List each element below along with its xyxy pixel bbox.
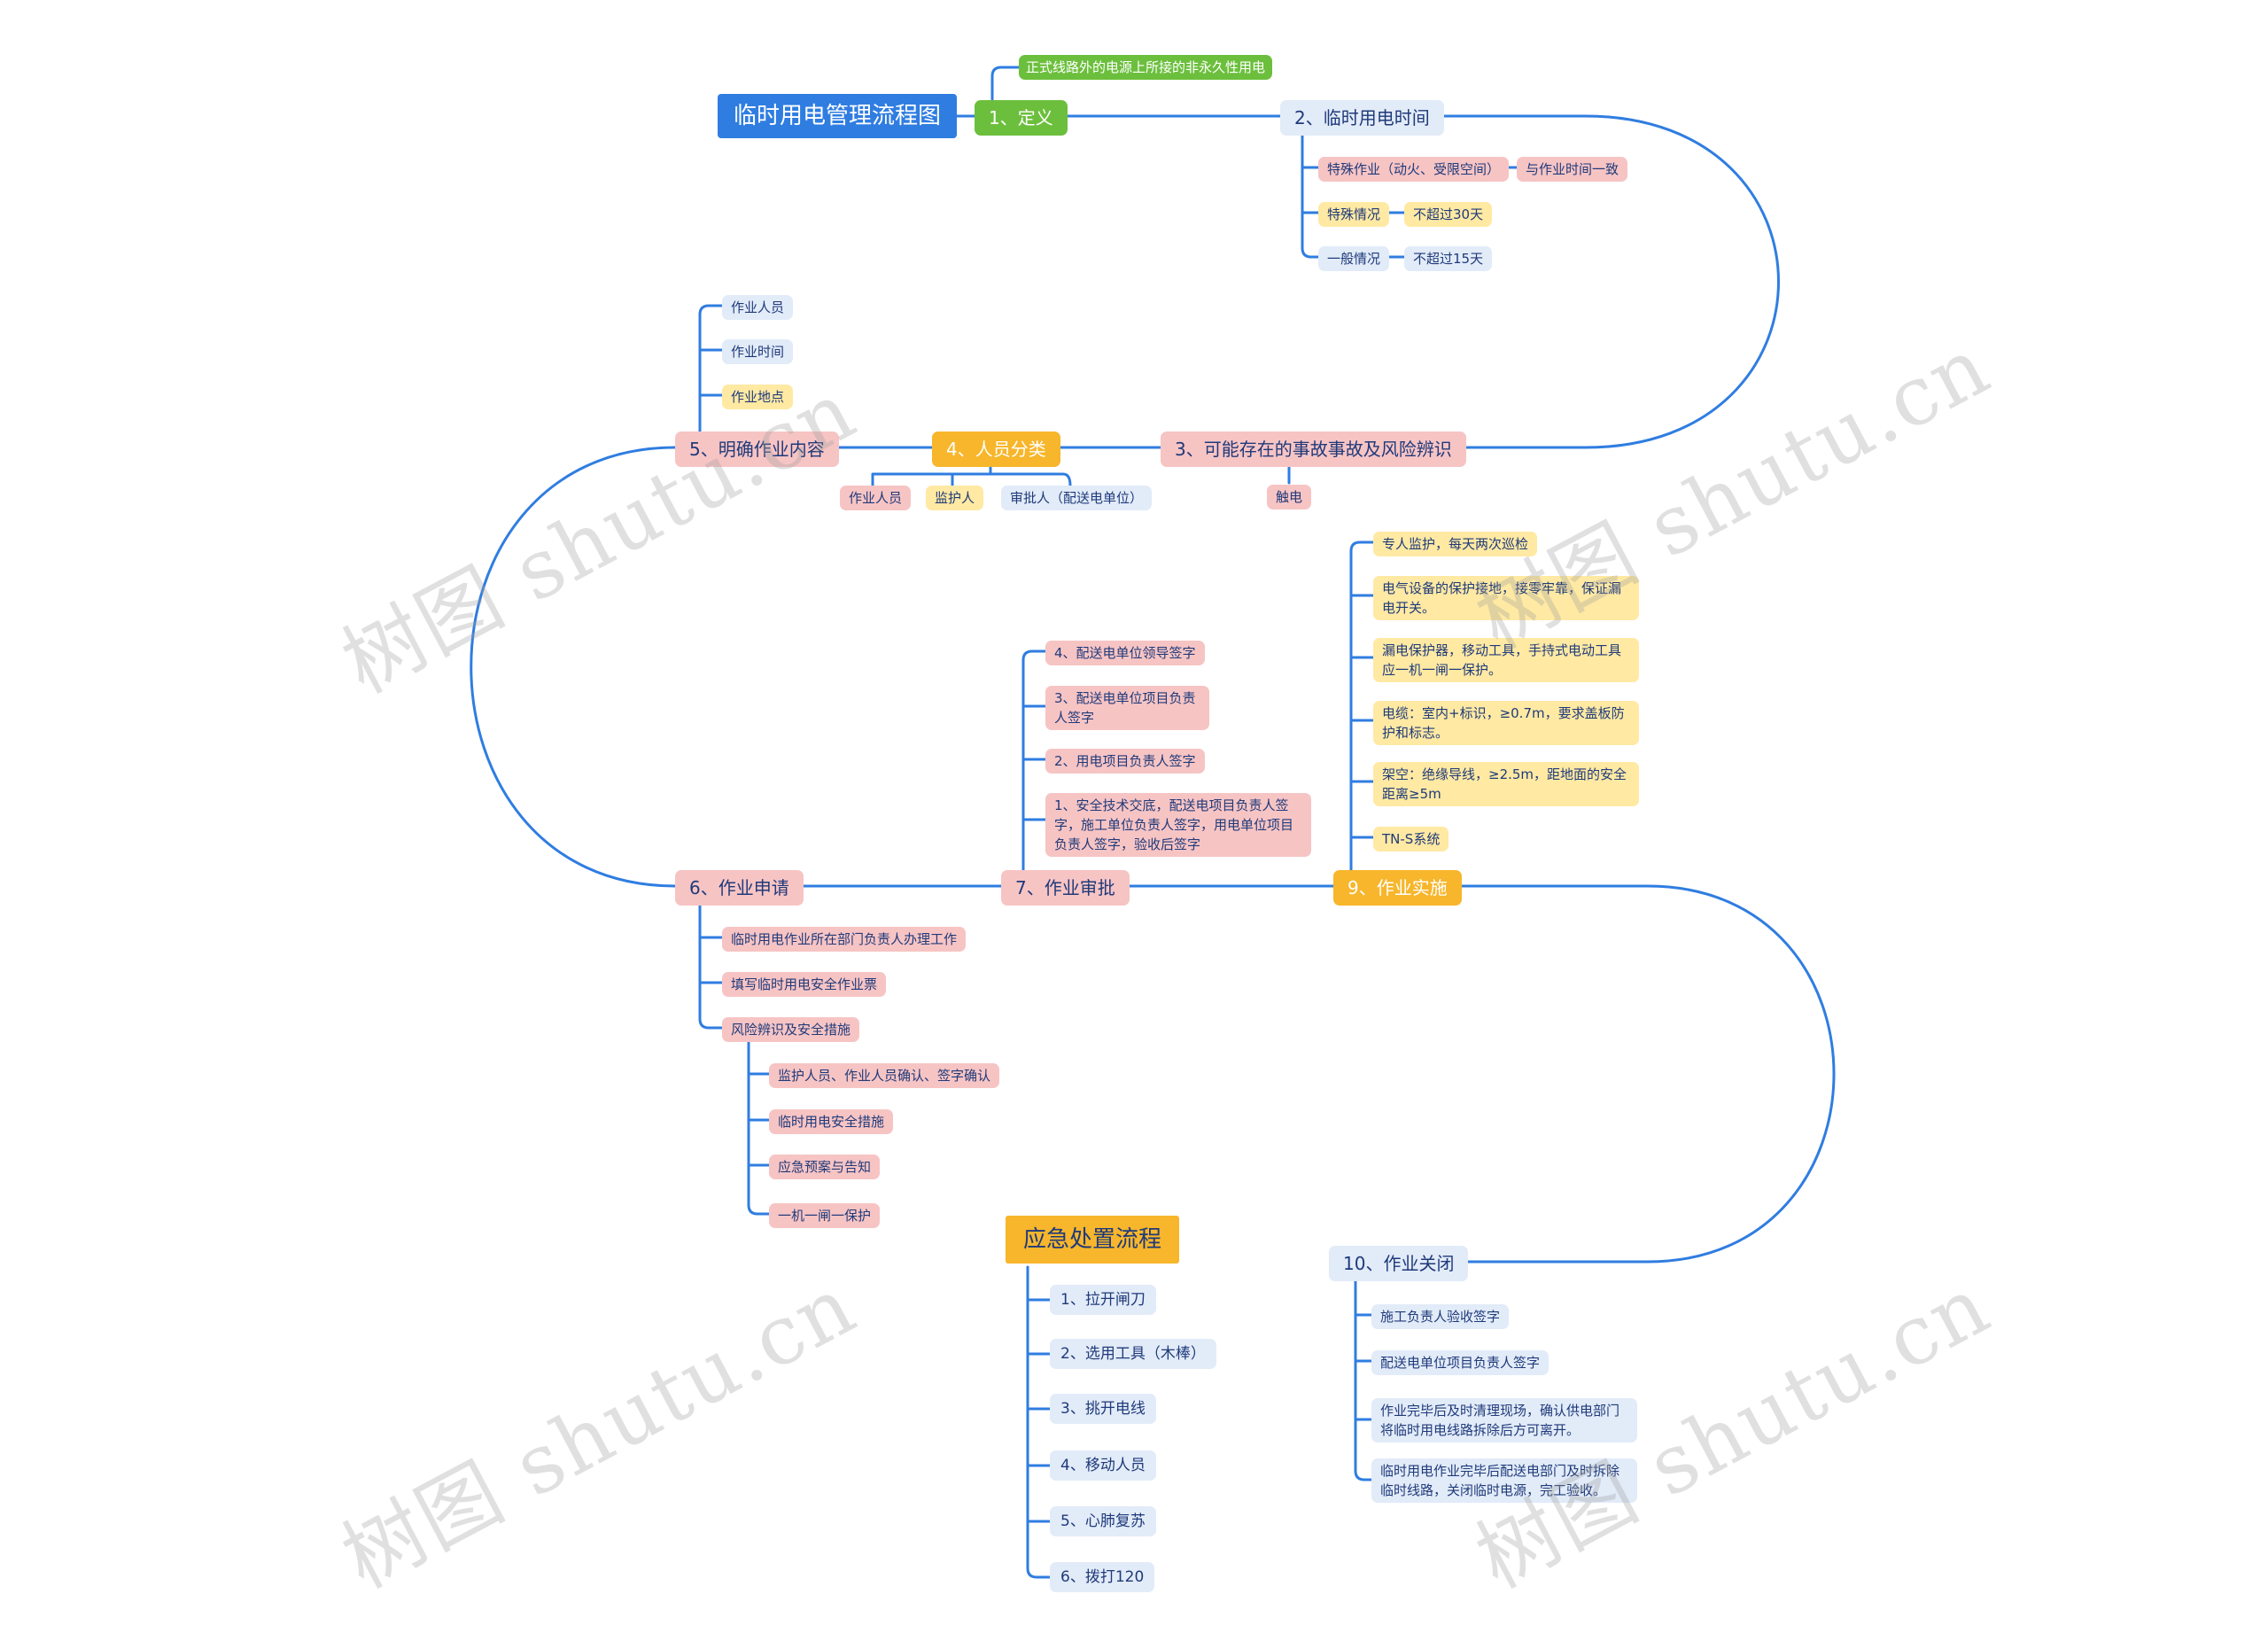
- step-5-item-2[interactable]: 作业时间: [722, 339, 794, 364]
- step-9-item-4[interactable]: 电缆：室内+标识，≥0.7m，要求盖板防护和标志。: [1373, 701, 1639, 745]
- step-7-item-3[interactable]: 3、配送电单位项目负责人签字: [1045, 686, 1209, 730]
- emergency-step-5[interactable]: 5、心肺复苏: [1050, 1506, 1156, 1536]
- step-9-item-5[interactable]: 架空：绝缘导线，≥2.5m，距地面的安全距离≥5m: [1373, 762, 1639, 806]
- step-7-item-1[interactable]: 1、安全技术交底，配送电项目负责人签字，施工单位负责人签字，用电单位项目负责人签…: [1045, 793, 1311, 857]
- step-5-item-3[interactable]: 作业地点: [722, 385, 794, 409]
- emergency-step-1[interactable]: 1、拉开闸刀: [1050, 1285, 1156, 1315]
- step-1-definition[interactable]: 1、定义: [975, 100, 1068, 136]
- emergency-title[interactable]: 应急处置流程: [1006, 1216, 1180, 1264]
- step-6-item-3[interactable]: 风险辨识及安全措施: [722, 1017, 860, 1042]
- step-7-approval[interactable]: 7、作业审批: [1001, 870, 1130, 906]
- step-4-item-2[interactable]: 监护人: [926, 486, 984, 510]
- step-6-item-1[interactable]: 临时用电作业所在部门负责人办理工作: [722, 927, 967, 952]
- step-7-item-4[interactable]: 4、配送电单位领导签字: [1045, 641, 1205, 665]
- step-7-item-2[interactable]: 2、用电项目负责人签字: [1045, 749, 1205, 774]
- step-10-item-3[interactable]: 作业完毕后及时清理现场，确认供电部门将临时用电线路拆除后方可离开。: [1371, 1398, 1637, 1442]
- step-10-closure[interactable]: 10、作业关闭: [1329, 1246, 1469, 1281]
- step-9-item-2[interactable]: 电气设备的保护接地，接零牢靠，保证漏电开关。: [1373, 576, 1639, 620]
- step-3-risk[interactable]: 3、可能存在的事故事故及风险辨识: [1161, 432, 1466, 467]
- emergency-step-2[interactable]: 2、选用工具（木棒）: [1050, 1339, 1216, 1369]
- step-4-item-3[interactable]: 审批人（配送电单位）: [1001, 486, 1153, 510]
- step-9-item-6[interactable]: TN-S系统: [1373, 827, 1449, 851]
- step-2-item-1-value[interactable]: 与作业时间一致: [1517, 157, 1628, 182]
- emergency-step-6[interactable]: 6、拨打120: [1050, 1562, 1155, 1592]
- step-6-sub-1[interactable]: 监护人员、作业人员确认、签字确认: [769, 1063, 1000, 1088]
- step-9-implementation[interactable]: 9、作业实施: [1333, 870, 1462, 906]
- step-6-sub-2[interactable]: 临时用电安全措施: [769, 1109, 894, 1134]
- step-5-content[interactable]: 5、明确作业内容: [675, 432, 839, 467]
- step-9-item-3[interactable]: 漏电保护器，移动工具，手持式电动工具应一机一闸一保护。: [1373, 638, 1639, 682]
- step-1-child[interactable]: 正式线路外的电源上所接的非永久性用电: [1019, 55, 1273, 80]
- step-2-item-2-value[interactable]: 不超过30天: [1404, 202, 1493, 227]
- step-2-item-2[interactable]: 特殊情况: [1318, 202, 1390, 227]
- step-10-item-4[interactable]: 临时用电作业完毕后配送电部门及时拆除临时线路，关闭临时电源，完工验收。: [1371, 1458, 1637, 1503]
- step-2-item-3-value[interactable]: 不超过15天: [1404, 246, 1493, 271]
- root-title[interactable]: 临时用电管理流程图: [718, 94, 958, 138]
- step-6-sub-4[interactable]: 一机一闸一保护: [769, 1203, 881, 1228]
- step-10-item-1[interactable]: 施工负责人验收签字: [1371, 1304, 1510, 1329]
- step-2-item-3[interactable]: 一般情况: [1318, 246, 1390, 271]
- step-2-item-1[interactable]: 特殊作业（动火、受限空间）: [1318, 157, 1510, 182]
- step-9-item-1[interactable]: 专人监护，每天两次巡检: [1373, 532, 1538, 556]
- step-3-child[interactable]: 触电: [1267, 485, 1312, 509]
- step-6-sub-3[interactable]: 应急预案与告知: [769, 1155, 881, 1179]
- step-6-application[interactable]: 6、作业申请: [675, 870, 804, 906]
- emergency-step-3[interactable]: 3、挑开电线: [1050, 1394, 1156, 1424]
- step-10-item-2[interactable]: 配送电单位项目负责人签字: [1371, 1350, 1550, 1375]
- step-4-item-1[interactable]: 作业人员: [840, 486, 912, 510]
- step-6-item-2[interactable]: 填写临时用电安全作业票: [722, 972, 887, 997]
- step-5-item-1[interactable]: 作业人员: [722, 295, 794, 320]
- step-4-personnel[interactable]: 4、人员分类: [932, 432, 1060, 467]
- emergency-step-4[interactable]: 4、移动人员: [1050, 1450, 1156, 1481]
- step-2-duration[interactable]: 2、临时用电时间: [1280, 100, 1444, 136]
